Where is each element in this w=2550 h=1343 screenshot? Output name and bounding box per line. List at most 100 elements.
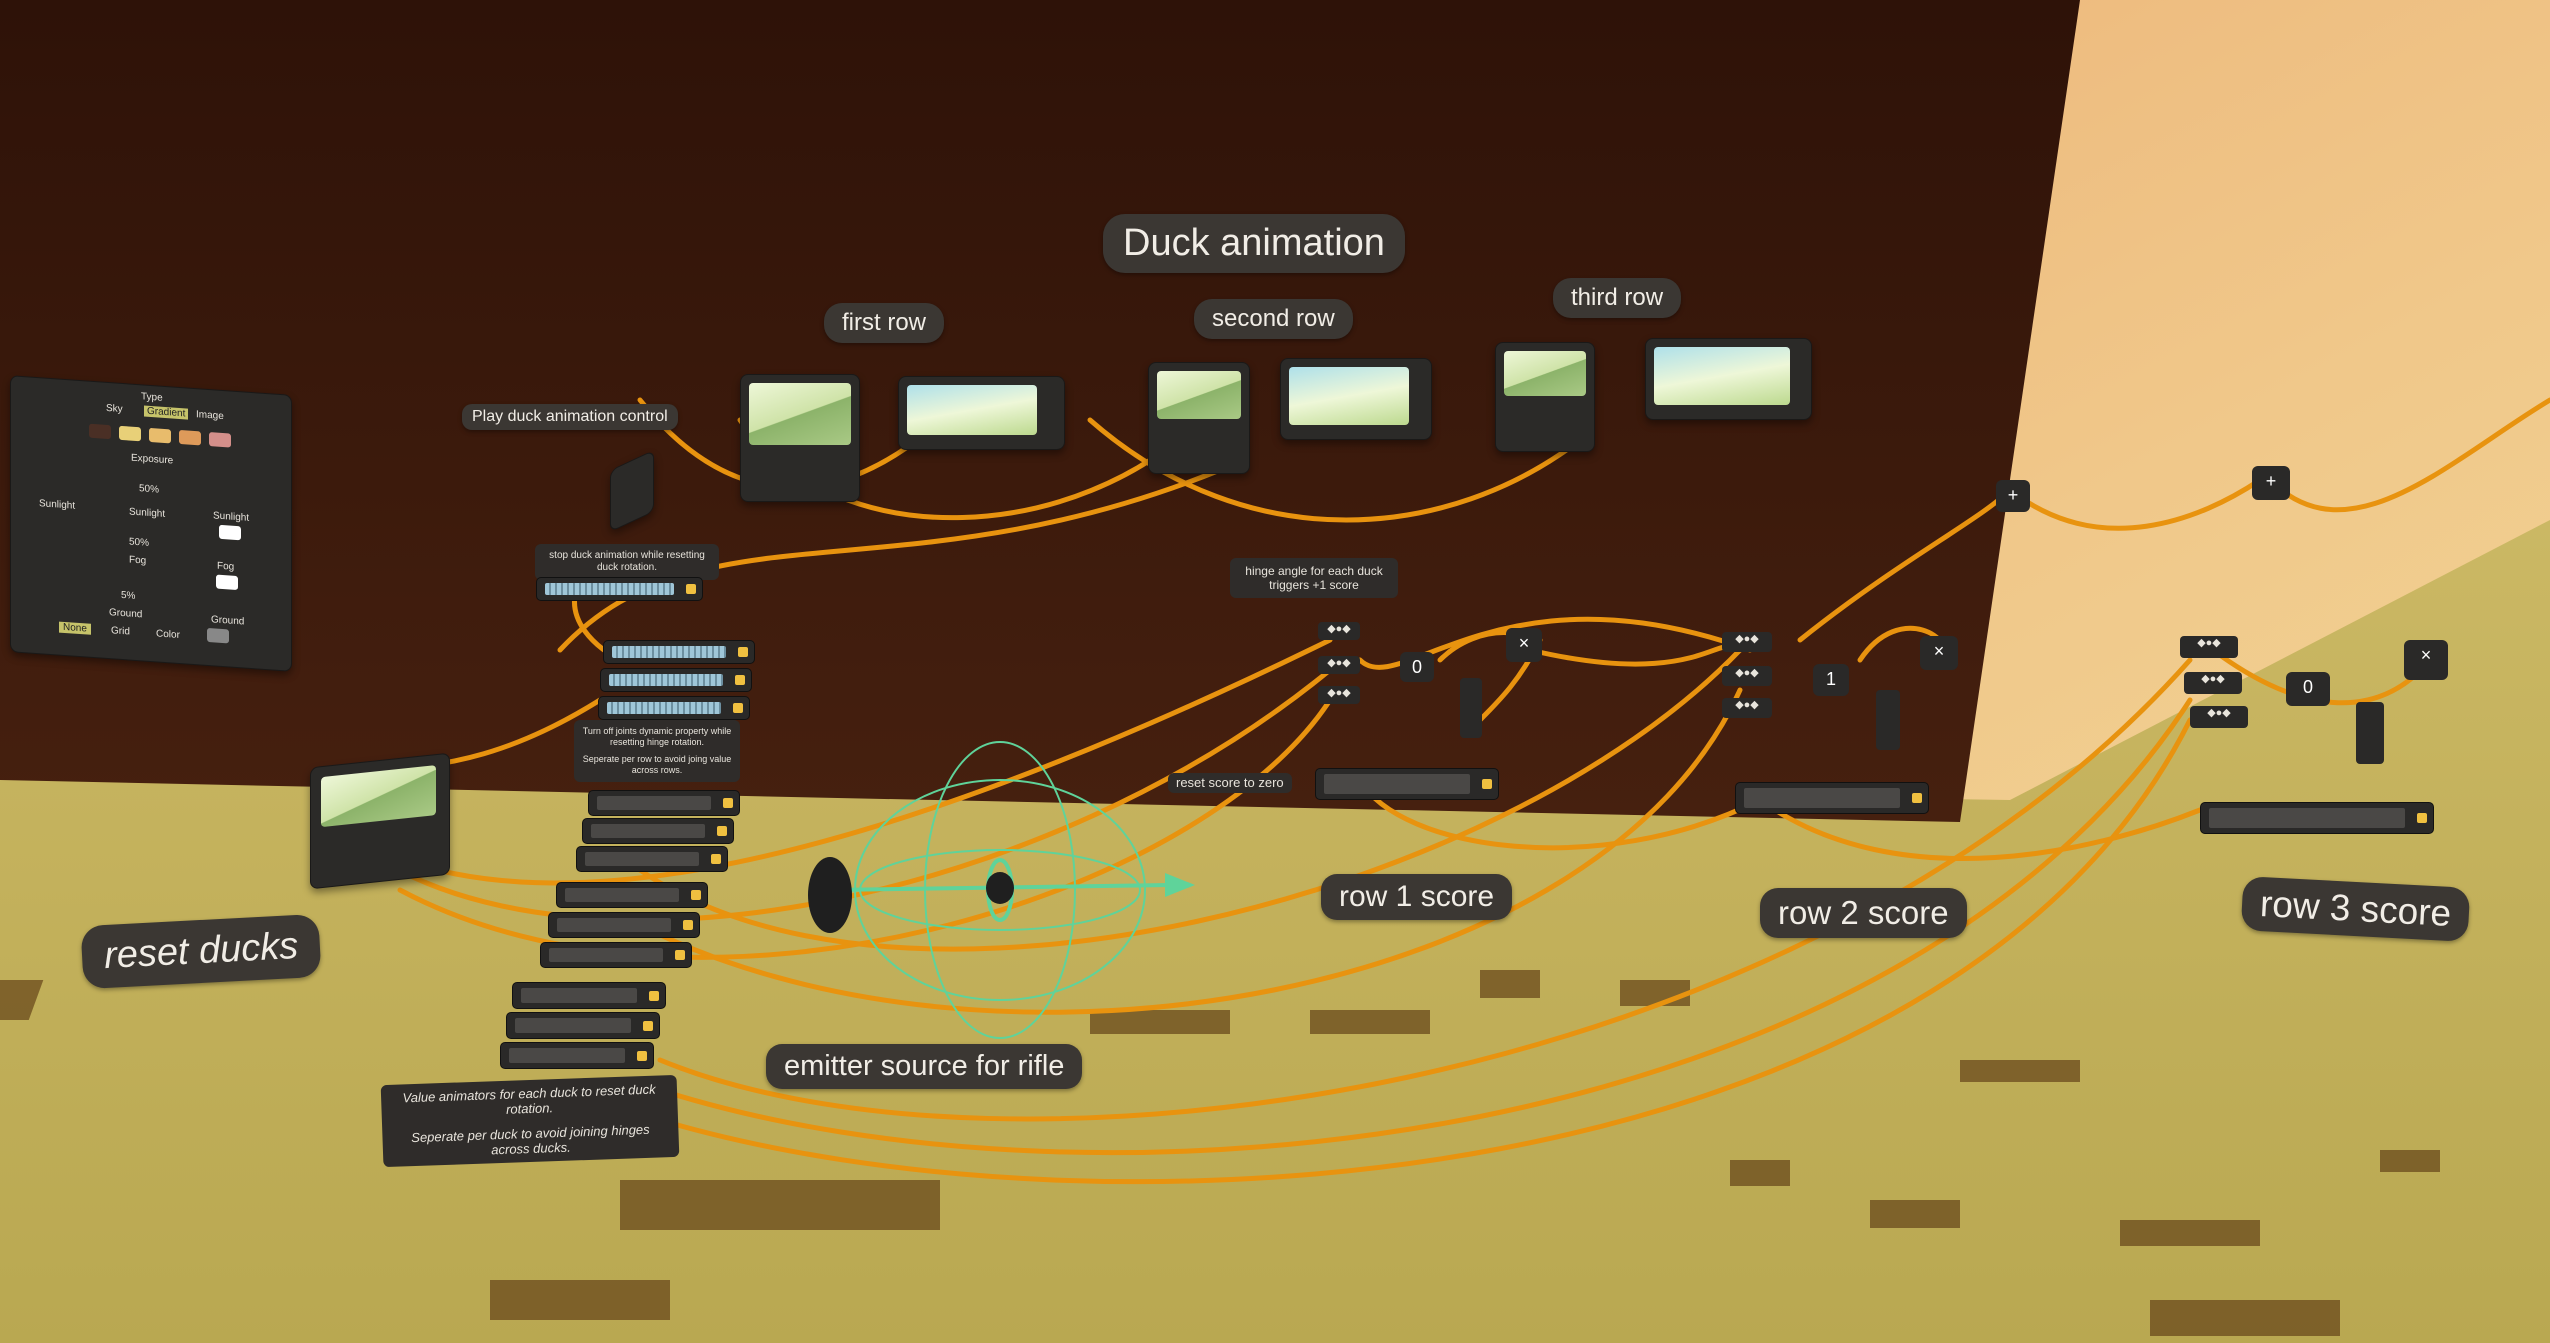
third-row-label: third row <box>1553 278 1682 318</box>
lock-icon <box>1912 793 1922 803</box>
value-animators-text: Value animators for each duck to reset d… <box>402 1081 656 1117</box>
preset-overcast-swatch[interactable] <box>149 427 171 444</box>
lock-icon <box>643 1020 653 1031</box>
second-row-player[interactable] <box>1148 362 1250 474</box>
joint-toggle-bar-1[interactable] <box>603 640 755 664</box>
fog-color-swatch[interactable] <box>216 574 238 591</box>
row2-keyframe-2[interactable]: ◆●◆ <box>1722 666 1772 686</box>
rifle-emitter-object[interactable] <box>808 857 852 933</box>
first-row-label: first row <box>824 303 944 343</box>
first-row-player[interactable] <box>740 374 860 502</box>
separate-per-row-text: Seperate per row to avoid joing value ac… <box>582 754 732 775</box>
row3-keyframe-1[interactable]: ◆●◆ <box>2180 636 2238 658</box>
row2-keyframe-1[interactable]: ◆●◆ <box>1722 632 1772 652</box>
value-animator-bar-7[interactable] <box>512 982 666 1009</box>
fog-label-2: Fog <box>217 560 235 573</box>
preset-night-swatch[interactable] <box>179 429 201 446</box>
lock-icon <box>675 950 685 960</box>
row3-score-value[interactable]: 0 <box>2286 672 2330 706</box>
preset-sky-swatch[interactable] <box>209 432 231 448</box>
type-option-sky[interactable]: Sky <box>106 402 123 416</box>
ground-option-grid[interactable]: Grid <box>111 625 130 638</box>
emitter-source-label: emitter source for rifle <box>766 1044 1083 1089</box>
type-option-image[interactable]: Image <box>196 409 224 423</box>
lock-icon <box>686 584 696 594</box>
reset-ducks-player[interactable] <box>310 752 450 890</box>
row3-keyframe-2[interactable]: ◆●◆ <box>2184 672 2242 694</box>
reset-score-row1-bar[interactable] <box>1315 768 1499 800</box>
row1-multiply-node[interactable]: × <box>1506 628 1542 662</box>
value-animator-bar-8[interactable] <box>506 1012 660 1039</box>
second-row-label: second row <box>1194 299 1353 339</box>
row1-switch[interactable] <box>1460 678 1482 738</box>
add-node-2[interactable]: + <box>2252 466 2290 500</box>
reset-score-row3-bar[interactable] <box>2200 802 2434 834</box>
reset-score-row2-bar[interactable] <box>1735 782 1929 814</box>
type-option-gradient[interactable]: Gradient <box>144 405 189 420</box>
rifle-emitter-core <box>986 872 1014 904</box>
third-row-animator[interactable] <box>1645 338 1812 420</box>
lock-icon <box>733 703 743 713</box>
lock-icon <box>723 798 733 808</box>
lock-icon <box>2417 813 2427 823</box>
value-animator-bar-4[interactable] <box>556 882 708 908</box>
row1-score-label: row 1 score <box>1321 874 1513 920</box>
sunlight-label-3: Sunlight <box>213 510 250 524</box>
third-row-animator-screen <box>1654 347 1790 405</box>
row2-switch[interactable] <box>1876 690 1900 750</box>
joint-toggle-bar-2[interactable] <box>600 668 752 692</box>
row3-multiply-node[interactable]: × <box>2404 640 2448 680</box>
second-row-animator[interactable] <box>1280 358 1432 440</box>
lock-icon <box>637 1050 647 1061</box>
multiply-icon: × <box>1518 633 1530 653</box>
preset-room-swatch[interactable] <box>89 423 111 440</box>
preset-late-swatch[interactable] <box>119 425 141 442</box>
value-animators-note: Value animators for each duck to reset d… <box>380 1074 680 1168</box>
exposure-label: Exposure <box>131 452 174 467</box>
value-animator-bar-1[interactable] <box>588 790 740 816</box>
first-row-animator-screen <box>907 385 1037 435</box>
multiply-icon: × <box>1933 641 1945 661</box>
third-row-player-screen <box>1504 351 1586 396</box>
ground-option-color[interactable]: Color <box>156 628 180 642</box>
turn-off-joints-note: Turn off joints dynamic property while r… <box>574 720 740 782</box>
exposure-value: 50% <box>139 483 160 496</box>
row3-switch[interactable] <box>2356 702 2384 764</box>
row1-keyframe-1[interactable]: ◆●◆ <box>1318 622 1360 640</box>
row1-keyframe-3[interactable]: ◆●◆ <box>1318 686 1360 704</box>
third-row-player[interactable] <box>1495 342 1595 452</box>
ground-color-swatch[interactable] <box>207 627 229 644</box>
lock-icon <box>1482 779 1492 789</box>
ground-option-none[interactable]: None <box>59 621 91 635</box>
lock-icon <box>738 647 748 657</box>
value-animator-bar-2[interactable] <box>582 818 734 844</box>
row3-keyframe-3[interactable]: ◆●◆ <box>2190 706 2248 728</box>
second-row-player-screen <box>1157 371 1241 419</box>
stop-animation-value-bar[interactable] <box>536 577 703 601</box>
row1-score-value[interactable]: 0 <box>1400 652 1434 682</box>
first-row-animator[interactable] <box>898 376 1065 450</box>
add-node-1[interactable]: + <box>1996 480 2030 512</box>
separate-per-duck-text: Seperate per duck to avoid joining hinge… <box>410 1121 650 1158</box>
joint-toggle-bar-3[interactable] <box>598 696 750 720</box>
plus-icon: + <box>2007 485 2019 505</box>
turn-off-joints-text: Turn off joints dynamic property while r… <box>582 726 732 747</box>
second-row-animator-screen <box>1289 367 1409 425</box>
sunlight-color-swatch[interactable] <box>219 524 241 541</box>
value-animator-bar-9[interactable] <box>500 1042 654 1069</box>
value-animator-bar-3[interactable] <box>576 846 728 872</box>
row2-keyframe-3[interactable]: ◆●◆ <box>1722 698 1772 718</box>
fog-label: Fog <box>129 554 147 567</box>
row1-keyframe-2[interactable]: ◆●◆ <box>1318 656 1360 674</box>
row2-score-value[interactable]: 1 <box>1813 664 1849 696</box>
lock-icon <box>691 890 701 900</box>
value-animator-bar-5[interactable] <box>548 912 700 938</box>
lock-icon <box>717 826 727 836</box>
first-row-player-screen <box>749 383 851 445</box>
environment-settings-panel[interactable]: Type Sky Gradient Image Exposure 50% Sun… <box>10 375 292 672</box>
gizmo-arrow-head <box>1165 873 1195 897</box>
reset-score-to-zero-note: reset score to zero <box>1168 773 1292 793</box>
row2-multiply-node[interactable]: × <box>1920 636 1958 670</box>
lock-icon <box>683 920 693 930</box>
value-animator-bar-6[interactable] <box>540 942 692 968</box>
